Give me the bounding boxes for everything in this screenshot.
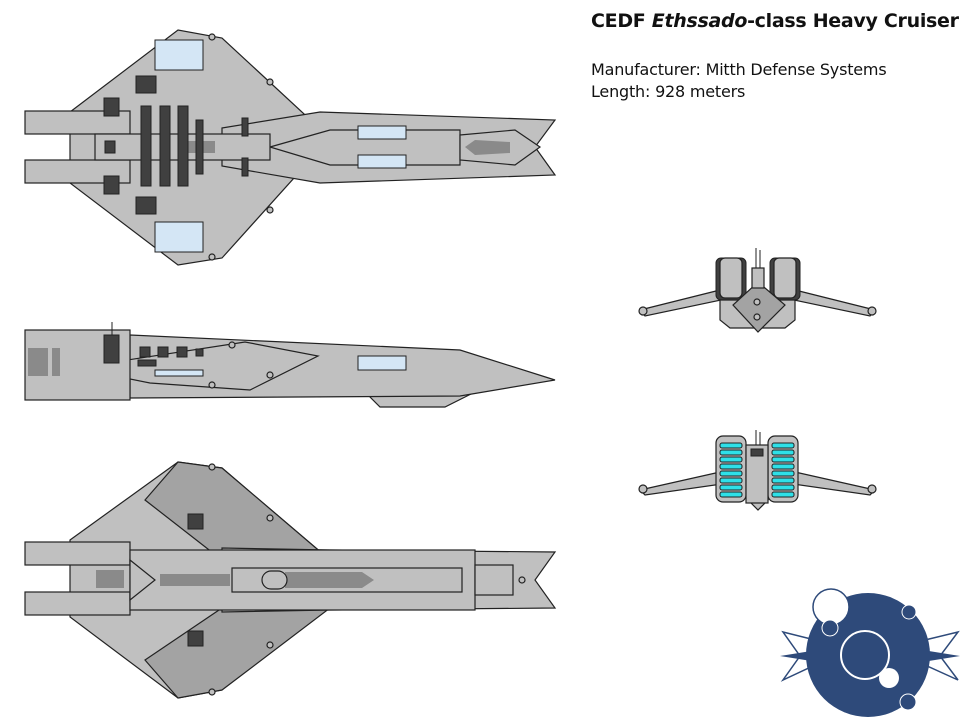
engine-glow-bar	[771, 463, 795, 470]
engine-glow-bar	[771, 442, 795, 449]
rear-view	[638, 430, 877, 511]
engine-glow-bar	[771, 477, 795, 484]
engine-glow-bar	[719, 456, 743, 463]
top-view	[24, 29, 557, 266]
engine-glow-bar	[719, 470, 743, 477]
bottom-view	[24, 461, 557, 699]
front-view	[638, 248, 877, 333]
window	[357, 154, 407, 169]
title-class-name: Ethssado	[651, 10, 748, 32]
ship-title: CEDF Ethssado-class Heavy Cruiser	[591, 10, 959, 32]
engine-glow-bar	[719, 449, 743, 456]
title-prefix: CEDF	[591, 10, 652, 32]
engine-glow-bar	[771, 449, 795, 456]
engine-glow-bar	[771, 470, 795, 477]
engine-glow-bar	[719, 484, 743, 491]
engine-glow-bar	[719, 442, 743, 449]
length-label: Length: 928 meters	[591, 82, 746, 101]
side-view	[24, 322, 556, 408]
engine-glow-bar	[719, 463, 743, 470]
engine-glow-bar	[719, 477, 743, 484]
engine-glow-bar	[719, 491, 743, 498]
manufacturer-label: Manufacturer: Mitth Defense Systems	[591, 60, 887, 79]
engine-glow-bar	[771, 484, 795, 491]
title-suffix: -class Heavy Cruiser	[747, 10, 959, 32]
top-boom-upper	[24, 110, 131, 135]
window	[154, 221, 204, 253]
engine-glow-bar	[771, 491, 795, 498]
faction-emblem-logo	[780, 588, 960, 717]
side-wing	[74, 341, 320, 391]
window	[154, 369, 204, 377]
engine-glow-bar	[771, 456, 795, 463]
window	[357, 355, 407, 371]
window	[154, 39, 204, 71]
window	[357, 125, 407, 140]
